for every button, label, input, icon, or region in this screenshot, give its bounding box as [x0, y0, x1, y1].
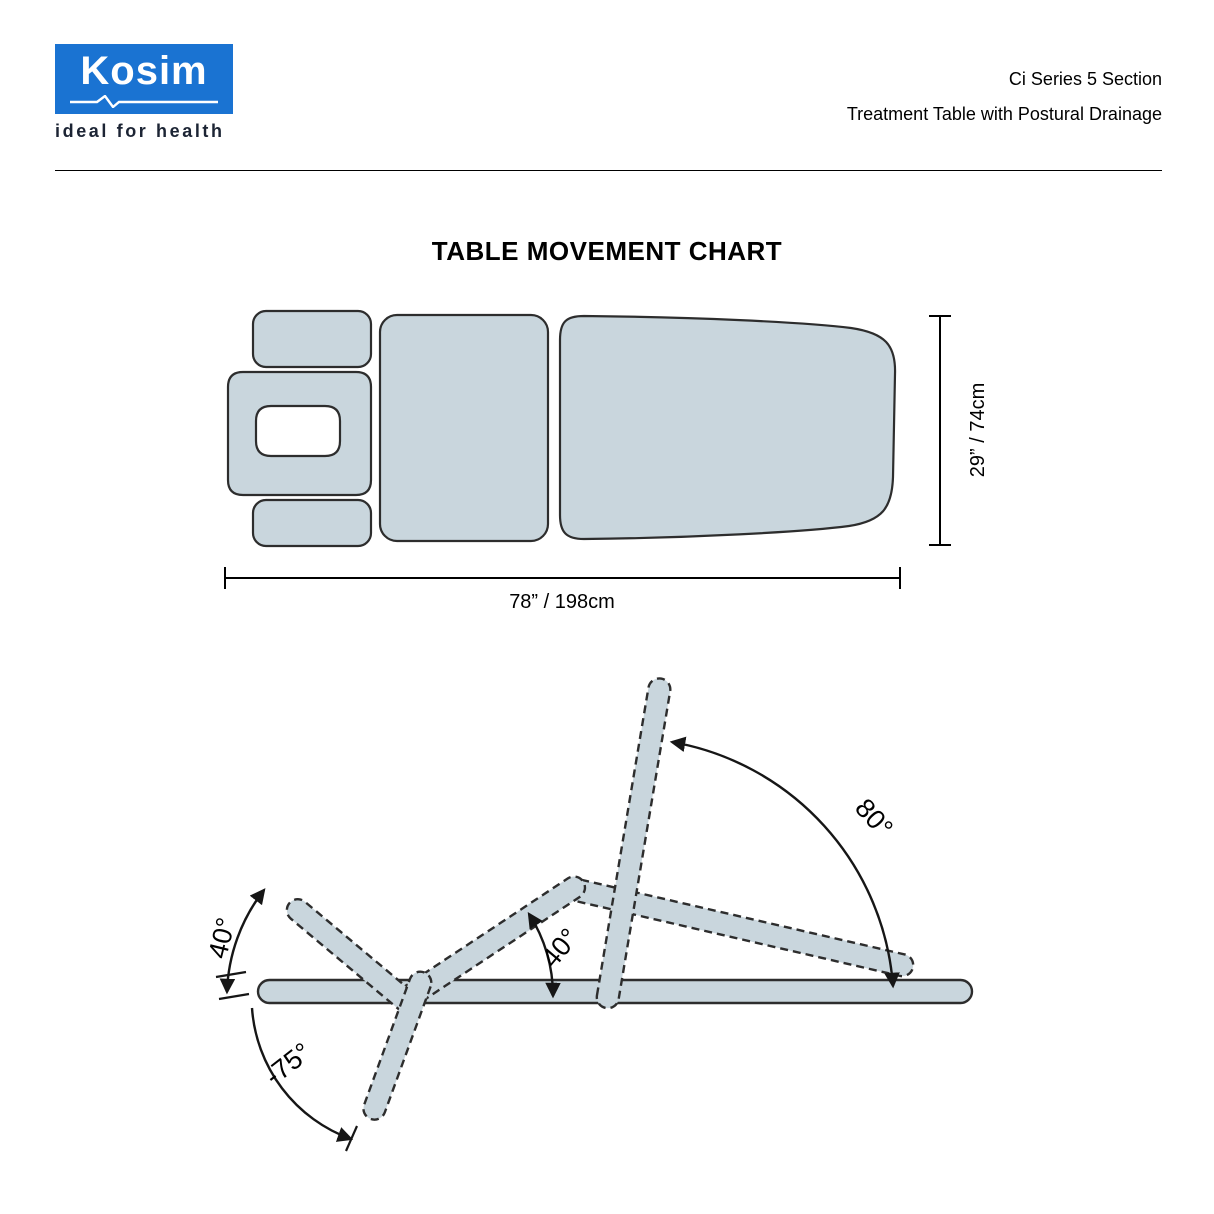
- product-info: Ci Series 5 Section Treatment Table with…: [847, 62, 1162, 132]
- head-lowered-bar: [362, 970, 433, 1121]
- kosim-logo: Kosim ideal for health: [55, 44, 233, 142]
- product-line-1: Ci Series 5 Section: [1008, 69, 1162, 89]
- head-up-angle-arc: [219, 888, 266, 995]
- brand-name: Kosim: [80, 48, 208, 93]
- seat-raised-bar: [394, 875, 587, 1011]
- table-top-view: 29” / 74cm 78” / 198cm: [224, 309, 989, 613]
- width-dimension-label: 29” / 74cm: [967, 383, 989, 477]
- width-dimension: 29” / 74cm: [929, 315, 989, 546]
- middle-section: [378, 313, 550, 543]
- head-down-angle-label: -75°: [259, 1037, 317, 1091]
- header-divider: [55, 170, 1162, 171]
- head-down-angle-arc: [250, 1007, 354, 1142]
- backrest-angle-label: 80°: [849, 793, 899, 843]
- armrest-top: [251, 309, 373, 369]
- pulse-line-icon: [70, 94, 218, 108]
- logo-tagline: ideal for health: [55, 121, 225, 141]
- body-section: [558, 314, 897, 541]
- table-side-view: 80° 40° 40° -75°: [203, 677, 974, 1152]
- backrest-angle-arc: [669, 736, 900, 989]
- armrest-bottom: [251, 498, 373, 548]
- length-dimension: 78” / 198cm: [224, 567, 901, 613]
- product-line-2: Treatment Table with Postural Drainage: [846, 104, 1162, 124]
- length-dimension-label: 78” / 198cm: [509, 591, 615, 613]
- seat-angle-arc: [527, 912, 561, 999]
- head-section-with-face-hole: [226, 370, 373, 497]
- backrest-raised-bar: [595, 677, 672, 1010]
- page-title: TABLE MOVEMENT CHART: [431, 236, 783, 266]
- logo-box: Kosim: [55, 44, 233, 114]
- head-up-angle-label: 40°: [203, 915, 242, 962]
- head-down-end-tick: [344, 1125, 359, 1152]
- horizontal-reference-ticks: [215, 970, 250, 1001]
- seat-angle-label: 40°: [535, 923, 584, 974]
